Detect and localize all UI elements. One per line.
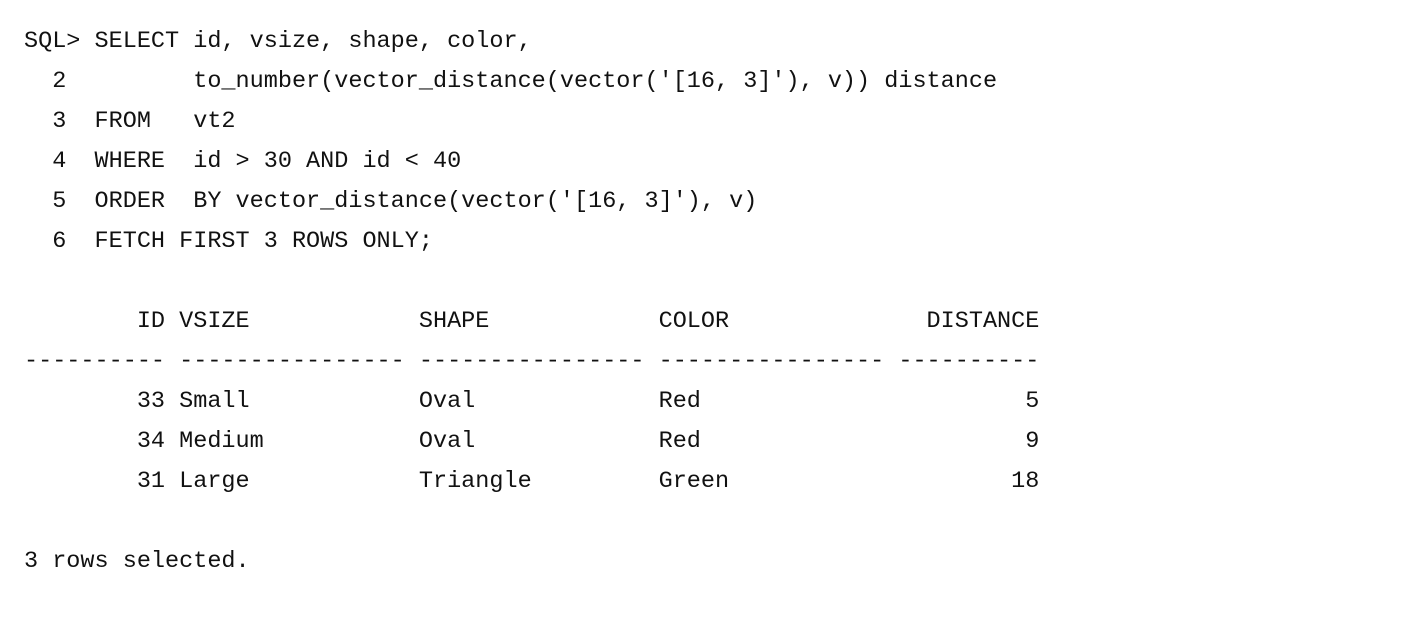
- sql-query-line: 4 WHERE id > 30 AND id < 40: [24, 148, 462, 175]
- sql-query-line: 6 FETCH FIRST 3 ROWS ONLY;: [24, 228, 433, 255]
- sql-terminal-output: SQL> SELECT id, vsize, shape, color, 2 t…: [24, 22, 1039, 582]
- status-message: 3 rows selected.: [24, 548, 250, 575]
- result-row: 33 Small Oval Red 5: [24, 388, 1040, 415]
- result-row: 31 Large Triangle Green 18: [24, 468, 1040, 495]
- blank-line: [24, 262, 1039, 302]
- result-row: 34 Medium Oval Red 9: [24, 428, 1040, 455]
- sql-query-line: 5 ORDER BY vector_distance(vector('[16, …: [24, 188, 758, 215]
- blank-line: [24, 502, 1039, 542]
- sql-query-line: 3 FROM vt2: [24, 108, 236, 135]
- sql-prompt-line: SQL> SELECT id, vsize, shape, color,: [24, 28, 532, 55]
- sql-query-line: 2 to_number(vector_distance(vector('[16,…: [24, 68, 998, 95]
- result-header: ID VSIZE SHAPE COLOR DISTANCE: [24, 308, 1040, 335]
- result-separator: ---------- ---------------- ------------…: [24, 348, 1040, 375]
